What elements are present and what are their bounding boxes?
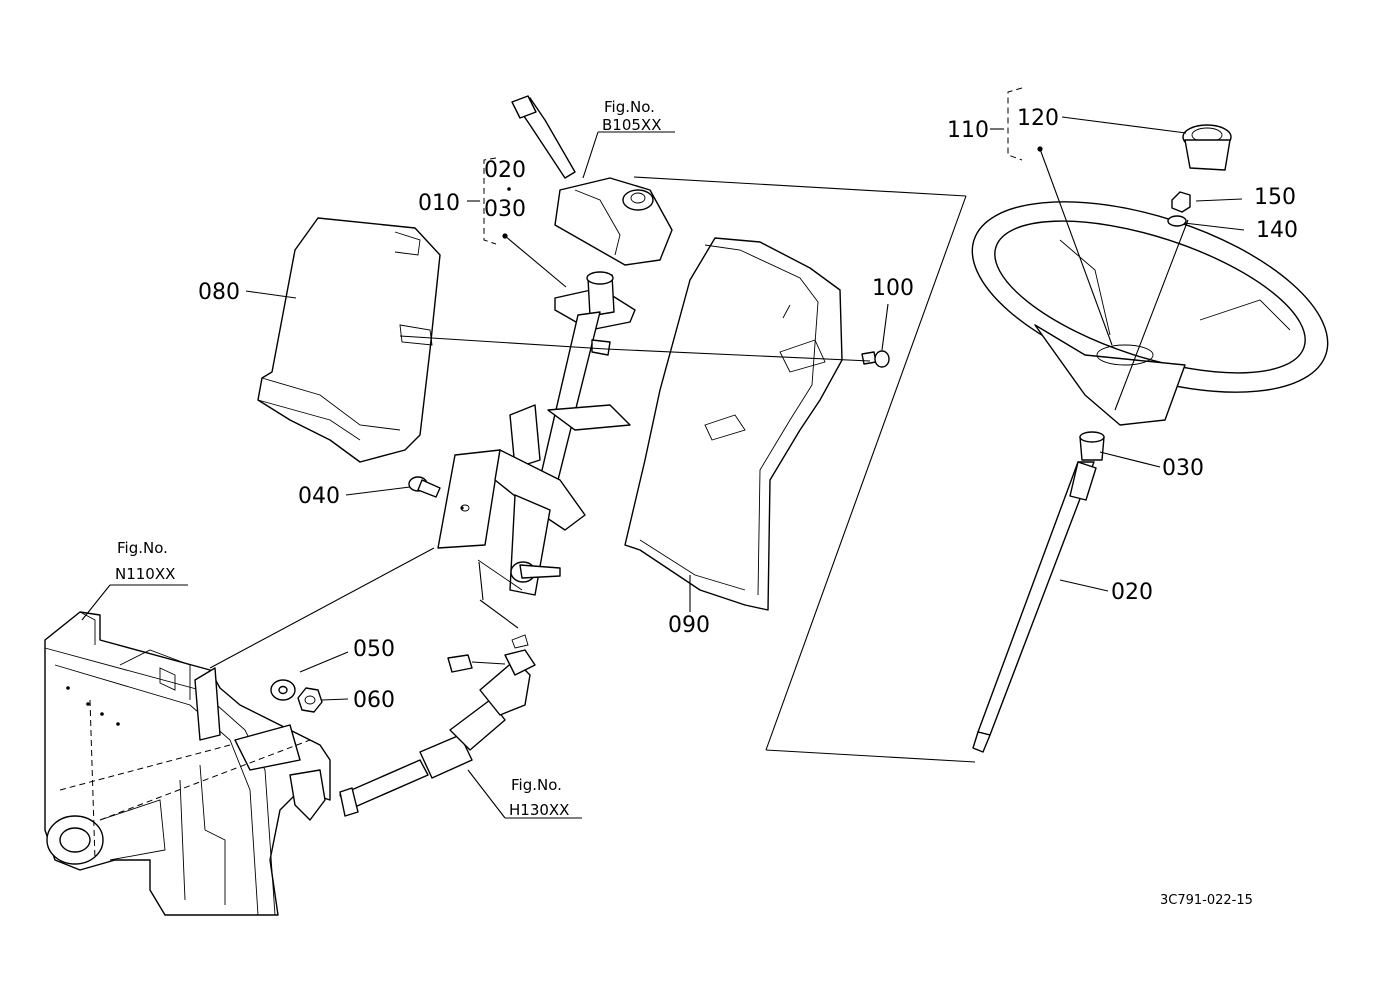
callout-030-lower: 030 — [1162, 456, 1204, 481]
drawing-code: 3C791-022-15 — [1160, 893, 1253, 908]
callout-110: 110 — [947, 118, 989, 143]
ref-b105-label: Fig.No. — [604, 98, 655, 116]
bolt-040 — [408, 476, 441, 498]
ref-n110-code: N110XX — [115, 565, 175, 583]
callout-140: 140 — [1256, 218, 1298, 243]
nut-060 — [297, 687, 323, 713]
callout-040: 040 — [298, 484, 340, 509]
figure-references: Fig.No. B105XX Fig.No. N110XX Fig.No. H1… — [115, 98, 661, 819]
steering-column-010 — [437, 271, 636, 596]
ref-h130-code: H130XX — [509, 801, 569, 819]
callout-120: 120 — [1017, 106, 1059, 131]
washer-140 — [1167, 215, 1187, 227]
callout-020-lower: 020 — [1111, 580, 1153, 605]
callout-080: 080 — [198, 280, 240, 305]
leader-lines — [81, 87, 1245, 819]
callout-010: 010 — [418, 191, 460, 216]
callout-100: 100 — [872, 276, 914, 301]
callout-020-upper: 020 — [484, 158, 526, 183]
horn-cap-120 — [1182, 124, 1232, 171]
combination-switch — [511, 95, 673, 266]
bushing-030 — [1079, 431, 1105, 461]
cover-090 — [624, 237, 843, 611]
callout-050: 050 — [353, 637, 395, 662]
cover-080 — [257, 217, 441, 463]
washer-050 — [270, 679, 296, 701]
ref-h130-label: Fig.No. — [511, 776, 562, 794]
lower-steering-shaft — [339, 634, 536, 817]
nut-150 — [1171, 191, 1191, 213]
callout-030-upper: 030 — [484, 197, 526, 222]
steering-wheel-110 — [971, 201, 1329, 426]
callout-150: 150 — [1254, 185, 1296, 210]
ref-b105-code: B105XX — [602, 116, 661, 134]
chassis-frame — [44, 611, 331, 916]
bolt-100 — [861, 350, 890, 368]
callout-060: 060 — [353, 688, 395, 713]
ref-n110-label: Fig.No. — [117, 539, 168, 557]
callout-labels: 010 020 030 040 050 060 080 090 100 110 … — [198, 106, 1298, 713]
callout-090: 090 — [668, 613, 710, 638]
shaft-020 — [972, 461, 1097, 753]
